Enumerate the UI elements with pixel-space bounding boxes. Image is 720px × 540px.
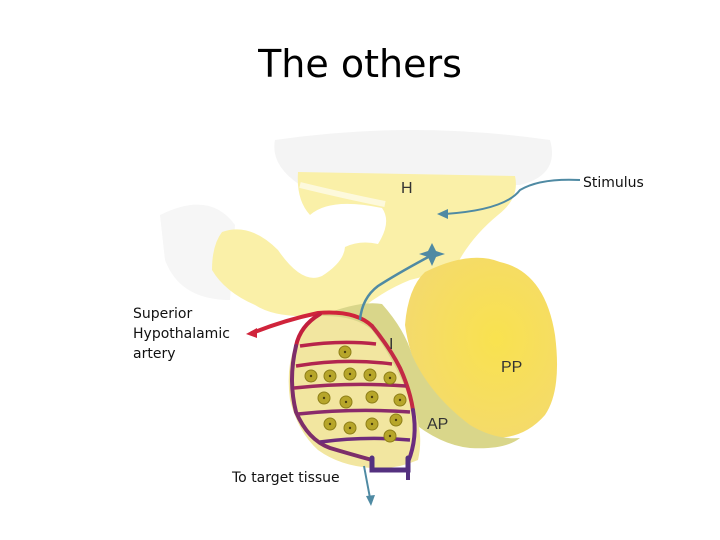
capillary-5 bbox=[319, 436, 411, 444]
slide-title: The others bbox=[258, 42, 462, 86]
hypothalamus-highlight bbox=[299, 182, 386, 207]
portal-vein bbox=[369, 455, 411, 473]
capillary-2 bbox=[295, 359, 393, 368]
artery-left-branch bbox=[294, 312, 322, 348]
sha-label-line1: Superior bbox=[133, 306, 193, 322]
neuron-axon bbox=[358, 253, 433, 321]
target-arrow-line bbox=[363, 465, 371, 499]
hypothalamus-region bbox=[212, 172, 516, 317]
artery-right-branch bbox=[370, 324, 415, 412]
sha-label-line2: Hypothalamic bbox=[133, 326, 230, 342]
region-label-h: H bbox=[401, 180, 413, 197]
region-label-i: I bbox=[389, 336, 394, 353]
cell-nuclei bbox=[309, 350, 402, 438]
capillary-1 bbox=[299, 340, 377, 348]
hypothalamus-halo bbox=[274, 130, 552, 185]
capillary-3 bbox=[293, 382, 407, 390]
superior-hypothalamic-artery-label: Superior Hypothalamic artery bbox=[133, 304, 253, 364]
capillary-4 bbox=[297, 408, 411, 416]
stimulus-label: Stimulus bbox=[583, 175, 644, 191]
sha-label-line3: artery bbox=[133, 346, 176, 362]
vessel-outer-left bbox=[290, 344, 374, 462]
stimulus-arrow-line bbox=[444, 178, 581, 215]
stimulus-arrowhead bbox=[437, 209, 448, 219]
region-label-pp: PP bbox=[501, 359, 523, 376]
artery-arrowhead bbox=[246, 328, 257, 338]
neuron-icon bbox=[419, 243, 445, 266]
target-arrowhead bbox=[366, 495, 375, 506]
posterior-pituitary bbox=[405, 257, 558, 438]
target-tissue-label: To target tissue bbox=[232, 470, 340, 486]
region-label-ap: AP bbox=[427, 416, 449, 433]
